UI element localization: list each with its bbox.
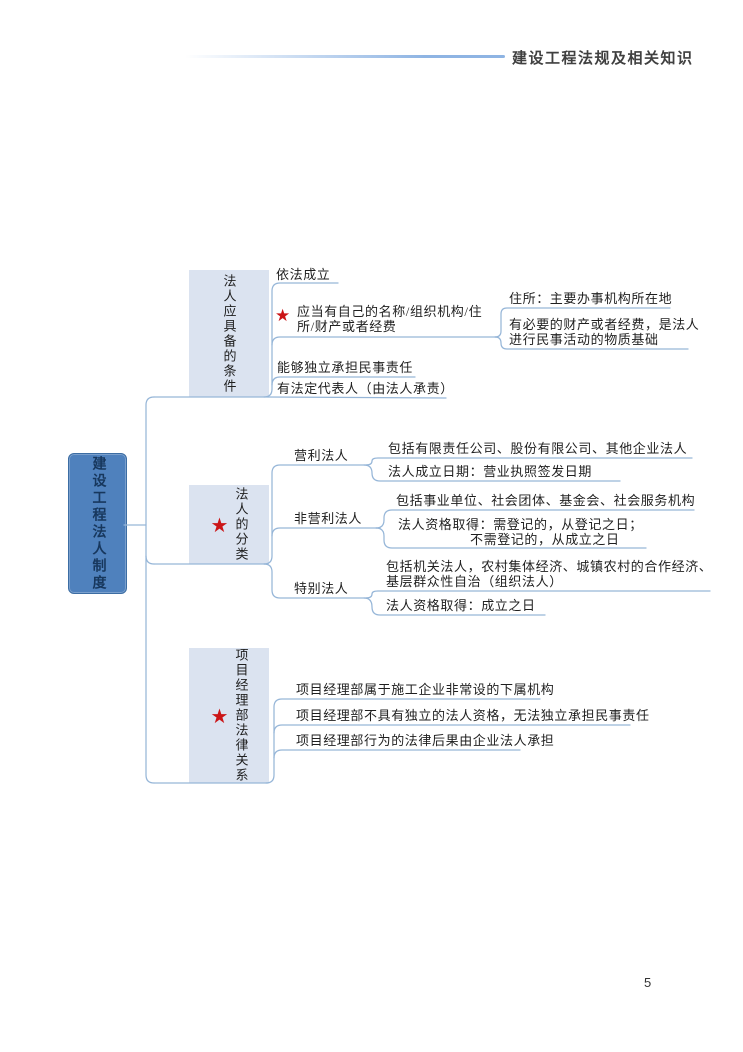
leaf-projectdept-no-legal-personality: 项目经理部不具有独立的法人资格，无法独立承担民事责任 (296, 708, 650, 723)
branch-label: 法人的分类 (233, 487, 249, 562)
leaf-forprofit-establishment-date: 法人成立日期：营业执照签发日期 (388, 464, 593, 479)
branch-node-legal-person-conditions: 法人应具备的条件 (189, 270, 269, 397)
leaf-forprofit-includes: 包括有限责任公司、股份有限公司、其他企业法人 (388, 441, 688, 456)
leaf-special-includes: 包括机关法人，农村集体经济、城镇农村的合作经济、基层群众性自治（组织法人） (386, 559, 713, 589)
header-title: 建设工程法规及相关知识 (512, 50, 694, 67)
branch-label: 法人应具备的条件 (221, 273, 237, 394)
leaf-forprofit: 营利法人 (294, 448, 349, 463)
star-icon: ★ (210, 703, 229, 728)
page-number: 5 (644, 975, 652, 990)
star-icon: ★ (275, 306, 291, 326)
root-node: 建设工程法人制度 (68, 453, 127, 594)
leaf-nonprofit-includes: 包括事业单位、社会团体、基金会、社会服务机构 (396, 493, 696, 508)
leaf-special-qualification: 法人资格取得：成立之日 (386, 598, 536, 613)
root-label: 建设工程法人制度 (90, 455, 106, 592)
leaf-property-funds-basis: 有必要的财产或者经费，是法人进行民事活动的物质基础 (509, 317, 700, 347)
leaf-projectdept-subordinate-org: 项目经理部属于施工企业非常设的下属机构 (296, 682, 555, 697)
header-rule (185, 55, 505, 58)
leaf-line-1: 法人资格取得：需登记的，从登记之日； (398, 517, 643, 532)
leaf-lawful-establishment: 依法成立 (276, 267, 331, 282)
star-icon: ★ (210, 512, 229, 537)
leaf-special: 特别法人 (294, 581, 349, 596)
branch-node-project-dept-legal-relations: ★ 项目经理部法律关系 (189, 648, 269, 783)
leaf-line-2: 不需登记的，从成立之日 (470, 532, 620, 547)
leaf-legal-representative: 有法定代表人（由法人承责） (277, 381, 454, 396)
leaf-nonprofit-qualification: 法人资格取得：需登记的，从登记之日； 不需登记的，从成立之日 (398, 517, 643, 547)
branch-node-legal-person-classification: ★ 法人的分类 (189, 485, 269, 564)
leaf-civil-liability: 能够独立承担民事责任 (277, 360, 414, 375)
leaf-nonprofit: 非营利法人 (294, 511, 363, 526)
leaf-projectdept-consequences-borne-by-enterprise: 项目经理部行为的法律后果由企业法人承担 (296, 733, 555, 748)
branch-label: 项目经理部法律关系 (233, 648, 249, 783)
leaf-domicile-definition: 住所：主要办事机构所在地 (509, 291, 673, 306)
leaf-name-org-domicile-property: 应当有自己的名称/组织机构/住所/财产或者经费 (297, 304, 483, 334)
